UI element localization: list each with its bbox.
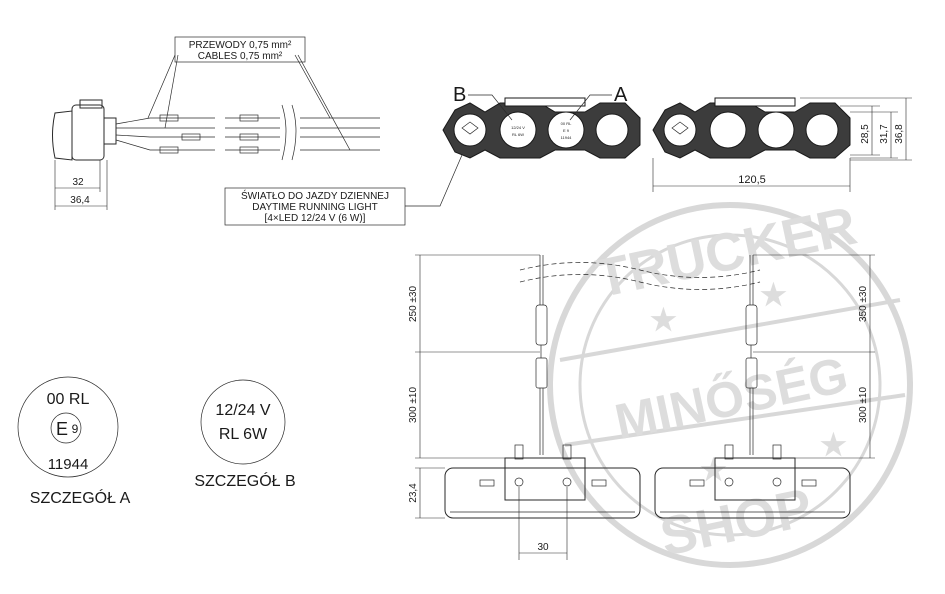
lamp-front-view-right: 120,5 28,5 31,7 36,8 bbox=[652, 97, 912, 192]
side-dim-cable-upper-right: 350 ±30 bbox=[858, 286, 869, 323]
callout-a: A bbox=[614, 84, 628, 106]
side-dim-cable-upper-left: 250 ±30 bbox=[408, 286, 419, 323]
side-dim-height: 23,4 bbox=[408, 483, 419, 503]
connector-dim-inner: 32 bbox=[72, 177, 84, 188]
connector-cable-drawing: PRZEWODY 0,75 mm² CABLES 0,75 mm² 32 36,… bbox=[52, 36, 380, 210]
connector-dim-outer: 36,4 bbox=[70, 195, 90, 206]
drl-label-en: DAYTIME RUNNING LIGHT bbox=[252, 202, 377, 213]
detail-a-mark: E bbox=[56, 419, 68, 439]
cables-label-en: CABLES 0,75 mm² bbox=[198, 51, 283, 62]
detail-a-caption: SZCZEGÓŁ A bbox=[30, 488, 131, 507]
lens-left-text-2: RL 6W bbox=[512, 132, 524, 137]
lens-right-text-3: 11944 bbox=[561, 135, 573, 140]
lens-right-text-1: 00 RL bbox=[561, 121, 572, 126]
side-view-right: 350 ±30 300 ±10 bbox=[654, 254, 875, 519]
lamp-front-view-left: 12/24 V RL 6W 00 RL E 9 11944 B A bbox=[442, 84, 641, 159]
drl-label-spec: [4×LED 12/24 V (6 W)] bbox=[265, 213, 366, 224]
side-dim-mount-spacing: 30 bbox=[537, 542, 549, 553]
detail-b-line2: RL 6W bbox=[219, 426, 268, 443]
watermark-star-icon: ★ bbox=[760, 279, 787, 312]
detail-a-mark-num: 9 bbox=[72, 422, 79, 436]
cables-label-pl: PRZEWODY 0,75 mm² bbox=[189, 40, 292, 51]
detail-b: 12/24 V RL 6W SZCZEGÓŁ B bbox=[194, 379, 296, 490]
detail-b-line1: 12/24 V bbox=[215, 402, 270, 419]
detail-a: 00 RL E 9 11944 SZCZEGÓŁ A bbox=[17, 376, 131, 507]
watermark-stamp: TRUCKER MINŐSÉG SHOP ★ ★ ★ ★ bbox=[547, 196, 913, 568]
watermark-top-text: TRUCKER bbox=[591, 196, 862, 310]
side-dim-cable-lower-right: 300 ±10 bbox=[858, 387, 869, 424]
watermark-middle-text: MINŐSÉG bbox=[610, 346, 853, 450]
drl-label-pl: ŚWIATŁO DO JAZDY DZIENNEJ bbox=[241, 189, 389, 202]
watermark-star-icon: ★ bbox=[820, 429, 847, 462]
lens-right-text-2: E 9 bbox=[563, 128, 570, 133]
front-dim-h1: 28,5 bbox=[860, 124, 871, 144]
front-dim-h2: 31,7 bbox=[879, 124, 890, 144]
lens-left-text-1: 12/24 V bbox=[511, 125, 525, 130]
detail-b-caption: SZCZEGÓŁ B bbox=[194, 471, 295, 490]
drl-label-box: ŚWIATŁO DO JAZDY DZIENNEJ DAYTIME RUNNIN… bbox=[224, 154, 463, 226]
detail-a-line1: 00 RL bbox=[47, 391, 90, 408]
watermark-star-icon: ★ bbox=[650, 304, 677, 337]
watermark-star-icon: ★ bbox=[700, 454, 727, 487]
front-dim-h3: 36,8 bbox=[894, 124, 905, 144]
side-dim-cable-lower-left: 300 ±10 bbox=[408, 387, 419, 424]
side-view-left: 250 ±30 300 ±10 23,4 30 bbox=[408, 254, 761, 560]
callout-b: B bbox=[453, 84, 466, 106]
detail-a-line3: 11944 bbox=[48, 456, 89, 473]
front-dim-width: 120,5 bbox=[738, 174, 766, 186]
